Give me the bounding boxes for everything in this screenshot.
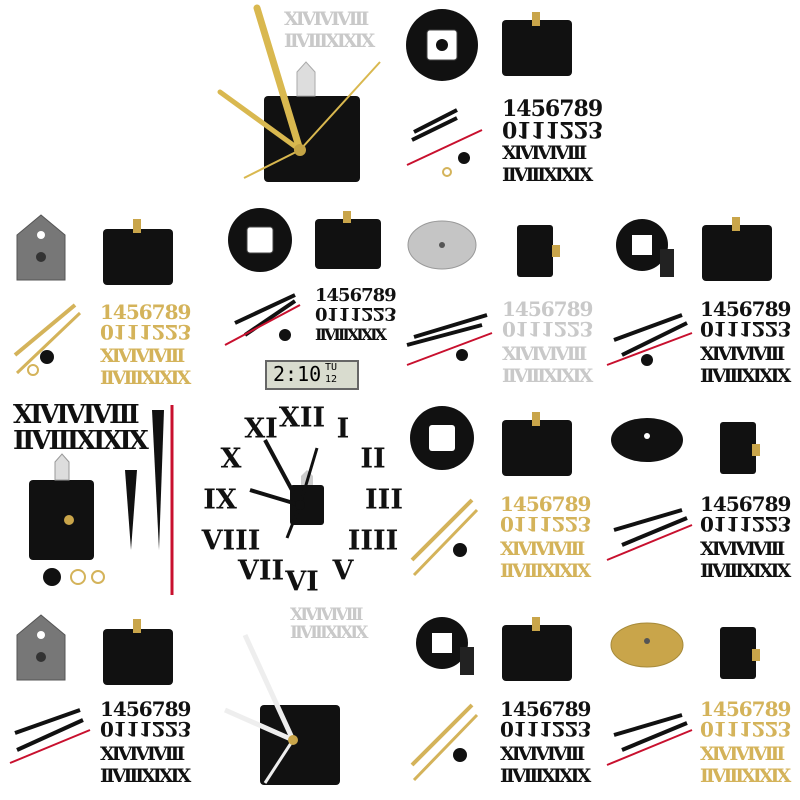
clock-hands-icon [249, 439, 324, 539]
clock-numeral: VI [285, 566, 319, 598]
roman-numerals-top: XIVIVIVIII [284, 8, 369, 30]
roman-numerals-top: XIVIVIVIII [700, 743, 785, 765]
digits-row-flipped: 0111223 [500, 717, 591, 741]
digits-row: 1456789 [700, 697, 791, 721]
clock-movement-icon [606, 622, 760, 766]
clock-movement-icon [29, 405, 174, 595]
roman-numerals-bottom: IIVIIIXIXIX [100, 765, 191, 787]
product-gold-hands-tile: XIVIVIVIII IIVIIIXIXIX [202, 0, 597, 195]
roman-numerals-top: XIVIVIVIII [290, 605, 364, 625]
product-black-round-tile: 1456789 0111223 XIVIVIVIII IIVIIIXIXIX [402, 0, 603, 195]
clock-movement-icon [9, 614, 173, 764]
product-black-base-tile: 1456789 0111223 XIVIVIVIII IIVIIIXIXIX [602, 400, 797, 595]
roman-numerals-top: XIVIVIVIII [100, 345, 185, 367]
digits-row: 1456789 [700, 492, 791, 516]
clock-movement-icon [406, 9, 572, 177]
digits-row: 1456789 [315, 285, 397, 306]
roman-numerals-top: XIVIVIVIII [13, 400, 140, 430]
lcd-display: 2:10 TU 12 [265, 360, 359, 390]
clock-numeral: VII [237, 555, 285, 587]
clock-movement-icon [406, 220, 560, 366]
roman-numerals-bottom: IIVIIIXIXIX [700, 765, 791, 787]
clock-movement-icon [606, 217, 772, 366]
clock-numeral: XI [244, 413, 278, 445]
digits-row: 1456789 [100, 300, 191, 324]
roman-numerals-top: XIVIVIVIII [502, 343, 587, 365]
product-lcd-tile: 1456789 0111223 IIVIIIXIXIX 2:10 TU 12 [205, 205, 400, 400]
roman-numerals-bottom: IIVIIIXIXIX [700, 560, 791, 582]
roman-numerals-top: XIVIVIVIII [502, 142, 587, 164]
digits-row-flipped: 0111223 [502, 116, 603, 142]
clock-hands-icon [223, 633, 340, 785]
clock-movement-icon [410, 406, 572, 577]
digits-row-flipped: 0111223 [502, 317, 593, 341]
roman-numerals-bottom: IIVIIIXIXIX [315, 325, 387, 344]
roman-numerals-bottom: IIVIIIXIXIX [500, 765, 591, 787]
clock-movement-icon [410, 617, 572, 782]
product-black-round-hanger-tile: 1456789 0111223 XIVIVIVIII IIVIIIXIXIX [602, 205, 797, 400]
clock-movement-icon [217, 4, 381, 182]
digits-row-flipped: 0111223 [100, 320, 191, 344]
product-gold-hanger-tile: 1456789 0111223 XIVIVIVIII IIVIIIXIXIX [5, 205, 200, 400]
digits-row: 1456789 [502, 96, 603, 122]
clock-movement-icon [224, 208, 381, 346]
product-hanger-black-tile: 1456789 0111223 XIVIVIVIII IIVIIIXIXIX [5, 605, 200, 800]
clock-numeral: VIII [201, 525, 261, 557]
product-gold-round-hanger-tile: 1456789 0111223 XIVIVIVIII IIVIIIXIXIX [402, 605, 597, 800]
product-silver-base-tile: 1456789 0111223 XIVIVIVIII IIVIIIXIXIX [402, 205, 597, 400]
clock-movement-icon [13, 214, 173, 376]
clock-numeral: IX [203, 484, 237, 516]
clock-numeral: X [220, 443, 242, 475]
product-gold-base-tile: 1456789 0111223 XIVIVIVIII IIVIIIXIXIX [602, 605, 797, 800]
clock-movement-icon [606, 418, 760, 561]
digits-row-flipped: 0111223 [100, 717, 191, 741]
roman-numerals-top: XIVIVIVIII [700, 538, 785, 560]
lcd-small-bottom: 12 [325, 374, 338, 385]
roman-numerals-bottom: IIVIIIXIXIX [502, 164, 593, 186]
lcd-small-top: TU [325, 362, 338, 373]
roman-numerals-bottom: IIVIIIXIXIX [290, 623, 368, 643]
product-gold-hands-kit-tile: 1456789 0111223 XIVIVIVIII IIVIIIXIXIX [402, 400, 597, 595]
roman-numerals-bottom: IIVIIIXIXIX [13, 426, 149, 456]
digits-row: 1456789 [500, 697, 591, 721]
digits-row: 1456789 [500, 492, 591, 516]
clock-numeral: I [336, 413, 350, 445]
digits-row: 1456789 [502, 297, 593, 321]
roman-numerals-top: XIVIVIVIII [100, 743, 185, 765]
product-black-hands-tile: XIVIVIVIII IIVIIIXIXIX [5, 400, 200, 595]
roman-numerals-bottom: IIVIIIXIXIX [100, 367, 191, 389]
digits-row-flipped: 0111223 [700, 512, 791, 536]
digits-row-flipped: 0111223 [700, 717, 791, 741]
clock-numeral: V [332, 555, 354, 587]
clock-numeral: XII [278, 402, 326, 434]
clock-numeral: IIII [347, 525, 399, 557]
digits-row-flipped: 0111223 [700, 317, 791, 341]
lcd-time: 2:10 [273, 362, 322, 386]
product-white-hands-tile: XIVIVIVIII IIVIIIXIXIX [205, 605, 400, 800]
digits-row-flipped: 0111223 [315, 303, 396, 324]
clock-numeral: II [360, 443, 386, 475]
roman-numerals-bottom: IIVIIIXIXIX [284, 30, 375, 52]
digits-row-flipped: 0111223 [500, 512, 591, 536]
roman-numerals-top: XIVIVIVIII [500, 538, 585, 560]
roman-numerals-top: XIVIVIVIII [500, 743, 585, 765]
roman-numerals-bottom: IIVIIIXIXIX [700, 365, 791, 387]
digits-row: 1456789 [700, 297, 791, 321]
clock-numeral: III [365, 484, 403, 516]
digits-row: 1456789 [100, 697, 191, 721]
roman-numerals-bottom: IIVIIIXIXIX [500, 560, 591, 582]
roman-numerals-top: XIVIVIVIII [700, 343, 785, 365]
roman-numerals-bottom: IIVIIIXIXIX [502, 365, 593, 387]
